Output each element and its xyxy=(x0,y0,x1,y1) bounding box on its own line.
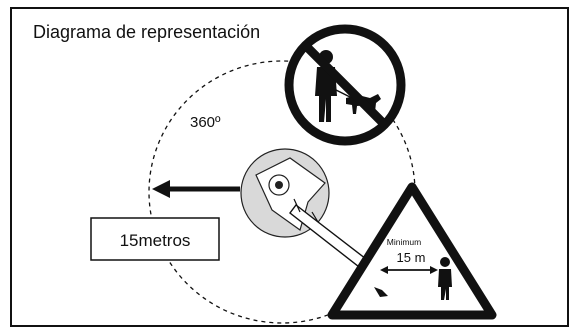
warning-distance-label: 15 m xyxy=(397,250,426,265)
distance-box: 15metros xyxy=(90,217,220,261)
frame-border xyxy=(10,7,569,327)
keep-distance-warning-sign-icon xyxy=(327,182,497,320)
no-people-no-pets-sign-icon xyxy=(284,24,406,146)
angle-label: 360º xyxy=(190,114,221,131)
distance-box-label: 15metros xyxy=(120,231,191,250)
diagram-title: Diagrama de representación xyxy=(33,22,260,42)
warning-minimum-label: Minimum xyxy=(387,237,421,247)
left-arrow-icon xyxy=(152,180,240,198)
